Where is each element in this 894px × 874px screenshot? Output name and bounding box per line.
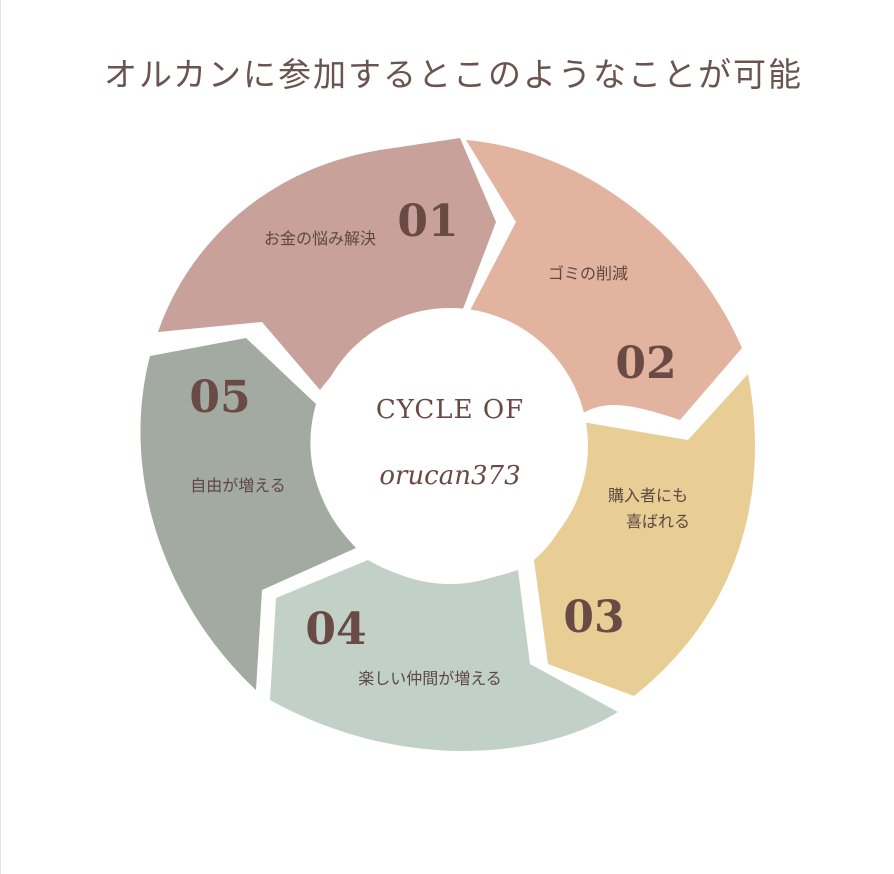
segment-05-shape xyxy=(140,338,356,690)
segment-04-shape xyxy=(270,560,618,751)
center-title: CYCLE OF xyxy=(376,395,524,425)
segment-03-shape xyxy=(534,374,755,696)
segment-02-number: 02 xyxy=(615,338,676,389)
segment-01-number: 01 xyxy=(397,196,458,247)
segment-03: 購入者にも 喜ばれる 03 xyxy=(534,374,755,696)
center-circle xyxy=(312,308,588,584)
segment-04-number: 04 xyxy=(305,604,366,655)
segment-02-label: ゴミの削減 xyxy=(548,264,628,283)
segment-05-label: 自由が増える xyxy=(190,476,286,495)
segment-04: 04 楽しい仲間が増える xyxy=(270,560,618,751)
segment-03-label-line2: 喜ばれる xyxy=(626,512,690,531)
segment-01-label: お金の悩み解決 xyxy=(264,229,376,248)
center-subtitle: orucan373 xyxy=(379,461,520,491)
page-title: オルカンに参加するとこのようなことが可能 xyxy=(104,55,804,94)
segment-04-label: 楽しい仲間が増える xyxy=(358,669,502,688)
left-border xyxy=(0,0,1,874)
segment-03-number: 03 xyxy=(563,592,624,643)
segment-05: 05 自由が増える xyxy=(140,338,356,690)
segment-03-label-line1: 購入者にも xyxy=(608,486,688,505)
segment-05-number: 05 xyxy=(189,372,250,423)
